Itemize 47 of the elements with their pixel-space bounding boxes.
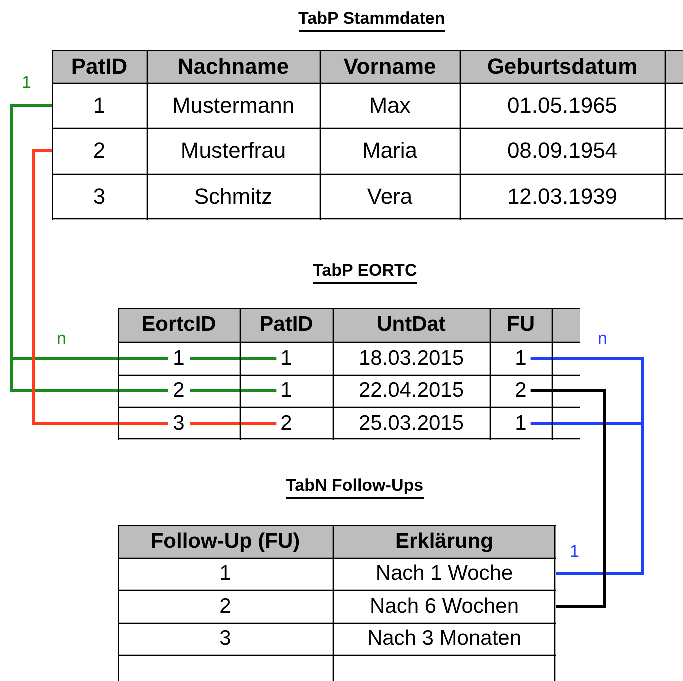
- id-number: 2: [515, 379, 527, 403]
- connector-line: [530, 422, 644, 576]
- connector-line: [32, 150, 277, 425]
- id-number: 2: [220, 594, 232, 618]
- date-text: 18.03.2015: [358, 346, 464, 370]
- description-text: Nach 1 Woche: [333, 558, 556, 590]
- name-text: Vera: [367, 184, 413, 210]
- name-text: Mustermann: [172, 92, 295, 118]
- id-number: 2: [52, 128, 147, 174]
- date-text: 12.03.1939: [507, 184, 618, 210]
- table-title: TabN Follow-Ups: [286, 475, 424, 499]
- id-number: 1: [280, 346, 292, 370]
- description-text: Nach 3 Monaten: [367, 627, 522, 651]
- name-text: Max: [369, 92, 411, 118]
- column-header: PatID: [71, 54, 128, 80]
- table-title: TabP Stammdaten: [298, 8, 446, 32]
- cardinality-label: 1: [570, 543, 580, 561]
- id-number: 1: [515, 412, 527, 436]
- cardinality-label: n: [598, 330, 608, 348]
- id-number: 1: [515, 346, 527, 370]
- name-text: Musterfrau: [180, 138, 286, 164]
- column-header: Geburtsdatum: [487, 54, 638, 80]
- cardinality-label: n: [57, 330, 66, 348]
- table-title: TabP EORTC: [313, 260, 418, 284]
- id-number: 1: [220, 562, 232, 586]
- id-number: 1: [280, 379, 292, 403]
- cardinality-label: 1: [22, 74, 32, 92]
- column-header: Vorname: [344, 54, 436, 80]
- id-number: 3: [93, 184, 106, 210]
- column-header: Erklärung: [395, 530, 494, 554]
- description-text: Nach 6 Wochen: [333, 590, 556, 623]
- name-text: Maria: [362, 138, 418, 164]
- id-number: 3: [220, 627, 232, 651]
- date-text: 01.05.1965: [507, 92, 618, 118]
- connector-line: [530, 390, 606, 608]
- column-header: FU: [507, 313, 535, 337]
- column-header: UntDat: [377, 313, 446, 337]
- column-header: Nachname: [178, 54, 290, 80]
- id-number: 1: [52, 83, 147, 128]
- column-header: EortcID: [142, 313, 216, 337]
- column-header: PatID: [260, 313, 314, 337]
- date-text: 22.04.2015: [358, 379, 464, 403]
- date-text: 25.03.2015: [358, 412, 464, 436]
- column-header: Follow-Up (FU): [150, 530, 300, 554]
- date-text: 08.09.1954: [507, 138, 618, 164]
- name-text: Schmitz: [194, 184, 273, 210]
- id-number: 2: [280, 412, 292, 436]
